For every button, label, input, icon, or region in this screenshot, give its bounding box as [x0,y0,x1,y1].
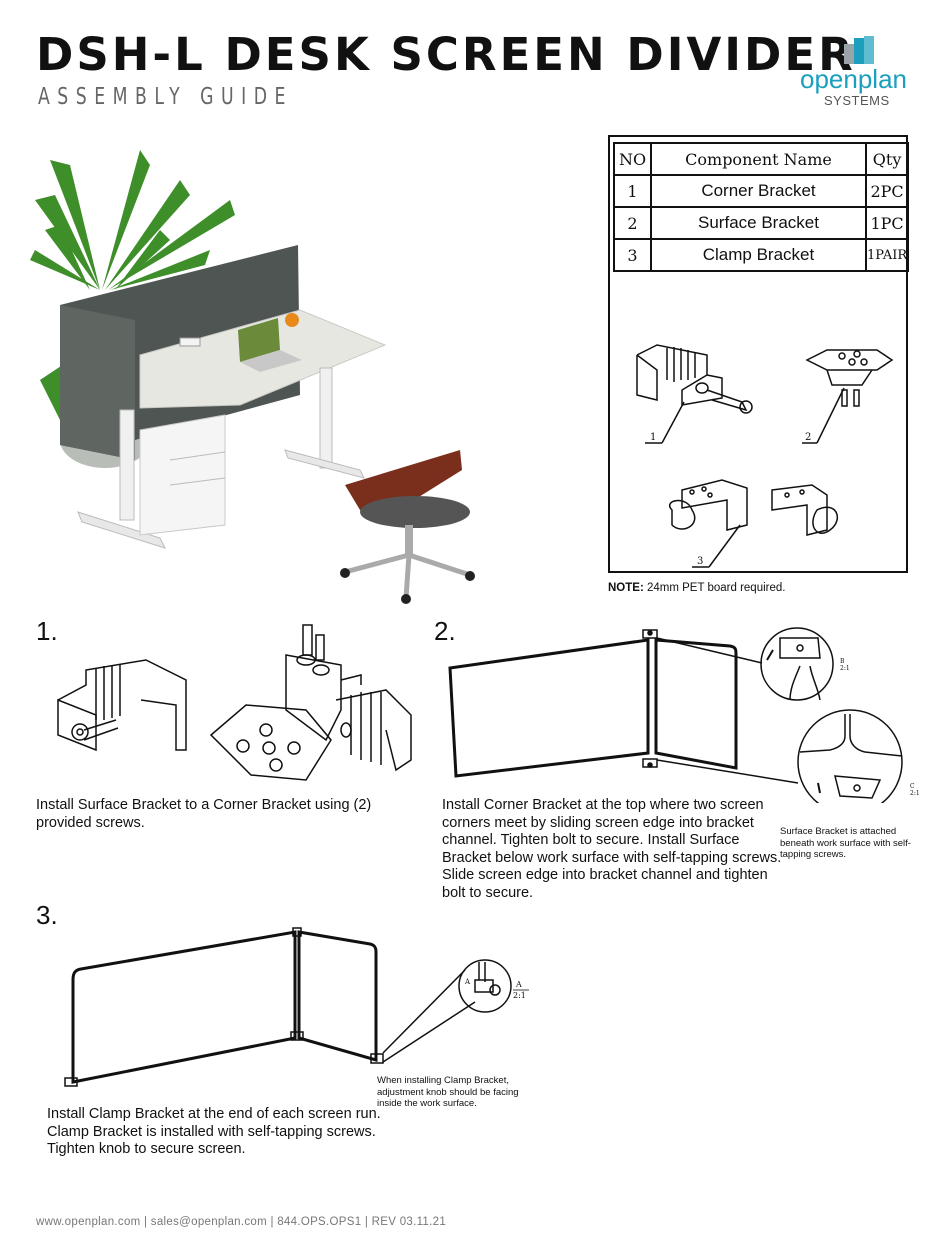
callout-3: 3 [697,556,703,567]
step-3-note: When installing Clamp Bracket, adjustmen… [377,1075,519,1109]
row-no: 2 [613,206,652,240]
callout-2: 2 [805,432,811,443]
step-3-text: Install Clamp Bracket at the end of each… [47,1106,381,1157]
detail-a-scale: 2:1 [513,991,526,1000]
step-2-note: Surface Bracket is attached beneath work… [780,826,911,860]
step-3-drawing: A A 2:1 [64,927,529,1087]
detail-c-label: C [910,783,915,790]
step-2-drawing: B 2:1 C 2:1 [448,627,920,803]
parts-drawings: 1 2 3 [636,344,894,568]
step-1-drawing [57,624,412,781]
surface-bracket-drawing [805,349,894,407]
row-no: 1 [613,174,652,208]
table-row: 3 Clamp Bracket 1PAIR [613,238,910,272]
svg-text:A: A [464,978,471,986]
logo-subtitle: SYSTEMS [824,93,890,108]
detail-b-label: B [840,658,845,665]
detail-a-label: A [515,980,522,989]
row-qty: 1PC [864,206,910,240]
step-1-number: 1. [36,616,58,646]
page-title: DSH-L DESK SCREEN DIVIDER [36,28,856,81]
callout-1: 1 [650,432,656,443]
step-2-number: 2. [434,616,456,646]
step-1-text: Install Surface Bracket to a Corner Brac… [36,797,372,831]
parts-list-box [608,135,908,573]
page-subtitle: ASSEMBLY GUIDE [38,84,293,110]
openplan-logo-icon [844,36,874,64]
parts-table-header: NO Component Name Qty [613,142,910,176]
row-qty: 1PAIR [864,238,910,272]
svg-text:2:1: 2:1 [910,790,920,797]
row-name: Corner Bracket [650,174,867,208]
row-no: 3 [613,238,652,272]
parts-table: NO Component Name Qty 1 Corner Bracket 2… [613,142,910,272]
row-name: Clamp Bracket [650,238,867,272]
svg-text:2:1: 2:1 [840,665,850,672]
desk-product-illustration [30,150,475,604]
step-3-number: 3. [36,900,58,930]
table-row: 2 Surface Bracket 1PC [613,206,910,240]
row-qty: 2PC [864,174,910,208]
footer-contact: www.openplan.com | sales@openplan.com | … [36,1216,447,1228]
note-text: NOTE: 24mm PET board required. [608,582,785,594]
chair-illustration [345,450,462,515]
header-no: NO [613,142,652,176]
note-body: 24mm PET board required. [643,582,786,594]
corner-bracket-drawing [636,344,753,414]
header-component-name: Component Name [650,142,867,176]
logo-wordmark: openplan [800,64,907,94]
table-row: 1 Corner Bracket 2PC [613,174,910,208]
row-name: Surface Bracket [650,206,867,240]
note-label: NOTE: [608,582,644,594]
header-qty: Qty [864,142,910,176]
clamp-bracket-drawing [669,479,839,536]
step-2-text: Install Corner Bracket at the top where … [442,797,782,901]
